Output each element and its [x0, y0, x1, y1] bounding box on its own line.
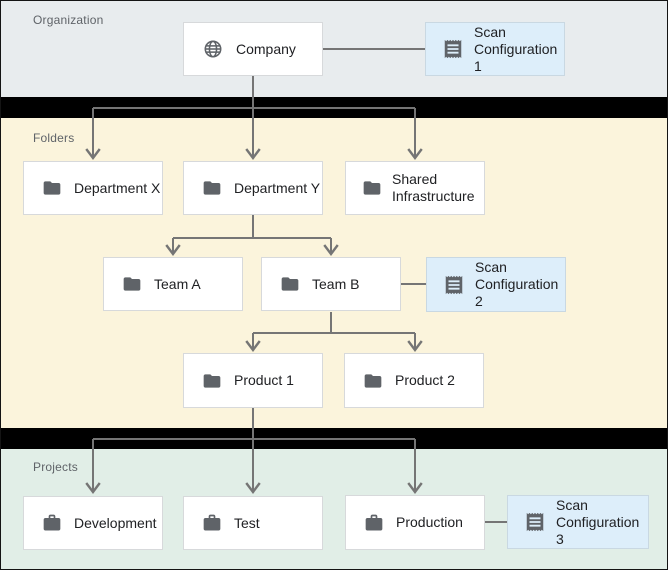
node-scan-configuration-1: Scan Configuration 1: [425, 22, 565, 76]
node-label: Product 2: [395, 372, 455, 388]
briefcase-icon: [42, 513, 62, 533]
node-label: Department X: [74, 179, 161, 196]
node-product-1: Product 1: [183, 353, 323, 408]
folder-icon: [362, 178, 382, 198]
node-department-y: Department Y: [183, 161, 323, 215]
node-shared-infrastructure: Shared Infrastructure: [345, 161, 485, 215]
receipt-icon: [442, 38, 464, 60]
node-label: Production: [396, 514, 463, 530]
node-product-2: Product 2: [344, 353, 484, 408]
node-label: Scan Configuration 1: [474, 23, 558, 74]
folder-icon: [202, 371, 222, 391]
node-team-a: Team A: [103, 257, 243, 311]
projects-section-label: Projects: [33, 460, 78, 474]
node-label: Product 1: [234, 372, 294, 388]
receipt-icon: [524, 511, 546, 533]
node-label: Test: [234, 514, 260, 531]
receipt-icon: [443, 274, 465, 296]
node-department-x: Department X: [23, 161, 163, 215]
node-scan-configuration-3: Scan Configuration 3: [507, 495, 649, 549]
node-test: Test: [183, 496, 323, 550]
folder-icon: [122, 274, 142, 294]
node-production: Production: [345, 495, 485, 550]
node-label: Company: [236, 40, 296, 57]
node-development: Development: [23, 496, 163, 550]
node-team-b: Team B: [261, 257, 401, 311]
folder-icon: [42, 178, 62, 198]
node-label: Team B: [312, 275, 360, 292]
briefcase-icon: [202, 513, 222, 533]
node-label: Scan Configuration 2: [475, 259, 559, 309]
folders-section-label: Folders: [33, 131, 75, 145]
briefcase-icon: [364, 513, 384, 533]
node-label: Development: [74, 514, 157, 531]
organization-section-label: Organization: [33, 13, 104, 27]
node-label: Scan Configuration 3: [556, 496, 640, 547]
folder-icon: [363, 371, 383, 391]
folder-icon: [280, 274, 300, 294]
folder-icon: [202, 178, 222, 198]
node-label: Department Y: [234, 179, 321, 196]
node-label: Team A: [154, 275, 201, 292]
globe-icon: [202, 38, 224, 60]
node-company: Company: [183, 22, 323, 76]
node-scan-configuration-2: Scan Configuration 2: [426, 257, 566, 312]
node-label: Shared Infrastructure: [392, 171, 475, 204]
